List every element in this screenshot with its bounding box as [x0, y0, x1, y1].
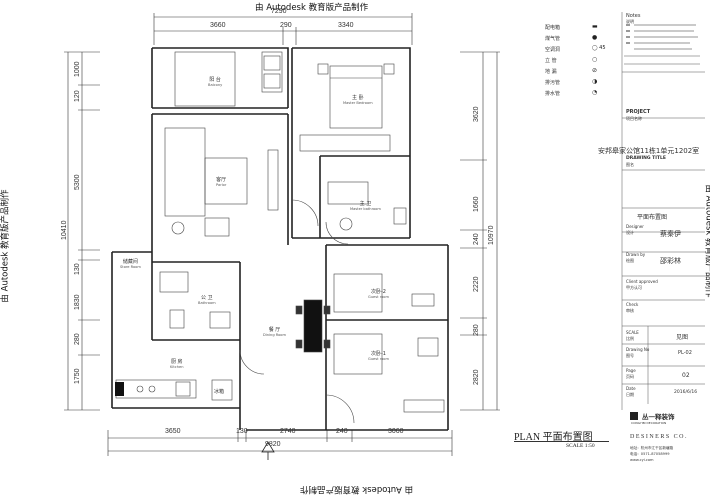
plan-title-underline: [514, 441, 609, 442]
title-block-frame: [621, 12, 705, 410]
project-heading: PROJECT: [626, 109, 651, 115]
drawn-by-name: 邵彩林: [660, 257, 681, 265]
designer-label: Designer: [626, 224, 644, 229]
drawn-by-sublabel: 绘图: [626, 258, 634, 263]
drawing-no-sublabel: 图号: [626, 353, 634, 358]
dim-bottom-total: 9820: [265, 441, 281, 448]
watermark-bottom: 由 Autodesk 教育版产品制作: [300, 484, 414, 494]
dim-top-segment: 290: [280, 22, 292, 29]
dim-right-segment: 3620: [473, 106, 480, 122]
dim-bottom-segment: 3650: [165, 428, 181, 435]
dim-top-segment: 3660: [210, 22, 226, 29]
drawing-no-label: Drawing No: [626, 347, 650, 352]
dim-left-segment: 5300: [74, 174, 81, 190]
drawing-title: 平面布置图: [637, 214, 668, 221]
sewage-pipe-icon: ◑: [592, 78, 598, 85]
dim-bottom-segment: 240: [336, 428, 348, 435]
company-address: 地址：杭州市江干区新塘路: [630, 446, 674, 450]
date-value: 2016/6/16: [674, 390, 698, 395]
drawing-title-subheading: 图名: [626, 162, 634, 167]
company-subname: CONGYIBI DECORATION: [631, 421, 667, 425]
dim-bottom-segment: 130: [236, 428, 248, 435]
distribution-box-icon: ▬: [592, 23, 598, 30]
company-phone: 电话：0571-87058999: [630, 452, 670, 456]
floor-plan-drawing: [64, 13, 500, 460]
dim-left-segment: 1830: [74, 294, 81, 310]
date-label: Date: [626, 386, 636, 391]
fridge-label: 冰箱: [214, 389, 225, 395]
gas-pipe-icon: ●: [592, 34, 598, 41]
legend-label: 煤气管: [545, 36, 561, 42]
legend-label: 排污管: [545, 80, 561, 86]
notes-subheading: 说明: [626, 19, 634, 24]
project-name: 安邦皋家公馆11栋1单元1202室: [598, 147, 700, 155]
watermark-top: 由 Autodesk 教育版产品制作: [255, 3, 369, 13]
company-logo-icon: [630, 412, 638, 420]
client-approved-label: Client approved: [626, 279, 658, 284]
legend-label: 地 漏: [545, 69, 557, 75]
scale-sublabel: 比例: [626, 336, 634, 341]
dim-right-total: 10970: [488, 225, 495, 245]
designer-name: 蔡秦伊: [660, 230, 681, 238]
legend-label: 排水管: [545, 91, 561, 97]
dim-right-segment: 1660: [473, 196, 480, 212]
dim-left-total: 10410: [61, 220, 68, 240]
riser-icon: ○: [592, 56, 598, 63]
dim-left-segment: 280: [74, 333, 81, 345]
client-approved-sublabel: 甲方认可: [626, 285, 642, 290]
project-subheading: 项目名称: [626, 116, 642, 121]
dim-left-segment: 1000: [74, 61, 81, 77]
drawn-by-label: Drawn by: [626, 252, 646, 257]
legend-label: 立 管: [545, 58, 557, 64]
legend-label: 配电箱: [545, 25, 561, 31]
page-label: Page: [626, 368, 636, 373]
floor-drain-icon: ⊘: [592, 67, 598, 74]
dim-top-total: 7290: [271, 8, 287, 15]
date-sublabel: 日期: [626, 392, 634, 397]
page-sublabel: 页码: [626, 374, 634, 379]
drawing-no-value: PL-02: [678, 350, 692, 356]
company-name: 丛一释装饰: [642, 413, 675, 421]
drawing-title-heading: DRAWING TITLE: [626, 156, 666, 161]
dim-right-segment: 2820: [473, 369, 480, 385]
dim-right-segment: 2220: [473, 276, 480, 292]
check-label: Check: [626, 302, 639, 307]
dim-left-segment: 120: [74, 90, 81, 102]
designer-sublabel: 设计: [626, 230, 634, 235]
designers-co: DESINERS CO.: [630, 434, 689, 440]
dim-left-segment: 130: [74, 263, 81, 275]
scale-value: 见图: [676, 334, 689, 341]
scale-label: SCALE: [626, 330, 639, 335]
page-value: 02: [682, 372, 690, 379]
dim-top-segment: 3340: [338, 22, 354, 29]
company-website: www.cyi.com: [630, 458, 654, 462]
legend-label: 空调洞: [545, 47, 561, 53]
notes-heading: Notes: [626, 13, 641, 19]
dim-right-segment: 280: [473, 324, 480, 336]
dim-bottom-segment: 3060: [388, 428, 404, 435]
plan-scale: SCALE 1:50: [566, 443, 595, 449]
plan-title: PLAN 平面布置图: [514, 432, 593, 443]
dim-bottom-segment: 2740: [280, 428, 296, 435]
drain-pipe-icon: ◔: [592, 89, 598, 96]
check-sublabel: 审核: [626, 308, 634, 313]
dim-left-segment: 1750: [74, 368, 81, 384]
dim-right-segment: 240: [473, 233, 480, 245]
ac-hole-icon: ◯ 45: [592, 45, 606, 51]
